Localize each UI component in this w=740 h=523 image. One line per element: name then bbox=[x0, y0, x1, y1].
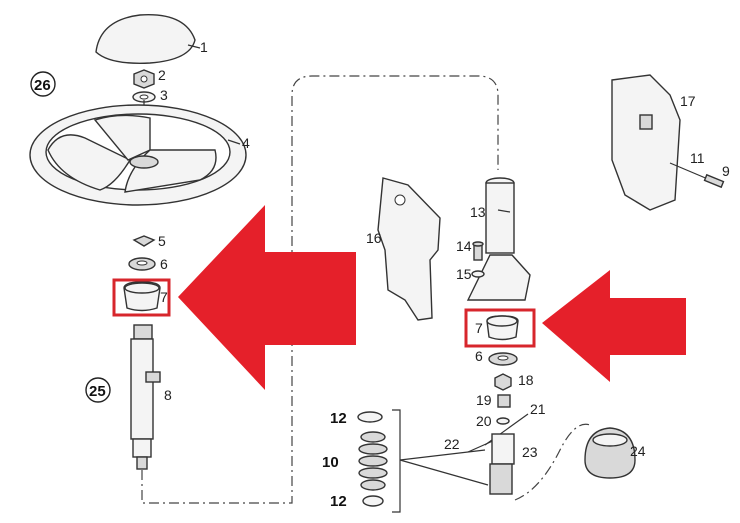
arrow-left-indicator bbox=[178, 205, 356, 390]
pin-line-22 bbox=[467, 439, 496, 453]
bearing-nut-part[interactable] bbox=[128, 257, 156, 271]
washer-part-15[interactable] bbox=[471, 270, 485, 278]
callout-21: 21 bbox=[530, 401, 546, 417]
callout-4: 4 bbox=[242, 135, 250, 151]
callout-26-circle bbox=[30, 71, 56, 97]
callout-13: 13 bbox=[470, 204, 486, 220]
universal-joint-part[interactable] bbox=[489, 433, 515, 495]
callout-6-right: 6 bbox=[475, 348, 483, 364]
arrow-right-indicator bbox=[542, 270, 686, 382]
cover-part-17[interactable] bbox=[611, 74, 681, 211]
callout-12-bottom: 12 bbox=[330, 493, 347, 510]
callout-17: 17 bbox=[680, 93, 696, 109]
callout-2: 2 bbox=[158, 67, 166, 83]
callout-6-left: 6 bbox=[160, 256, 168, 272]
screw-part-9[interactable] bbox=[703, 173, 725, 189]
bolt-part-14[interactable] bbox=[472, 241, 484, 261]
callout-18: 18 bbox=[518, 372, 534, 388]
group-bracket-line bbox=[392, 409, 489, 513]
callout-10: 10 bbox=[322, 454, 339, 471]
nut-part-18[interactable] bbox=[494, 373, 512, 391]
clamp-part-bottom[interactable] bbox=[362, 495, 384, 507]
bushing-part-right[interactable] bbox=[486, 315, 519, 341]
ring-part-20[interactable] bbox=[496, 417, 510, 425]
callout-8: 8 bbox=[164, 387, 172, 403]
callout-5: 5 bbox=[158, 233, 166, 249]
column-tube-part[interactable] bbox=[466, 177, 531, 301]
bellows-part[interactable] bbox=[358, 431, 388, 491]
callout-19: 19 bbox=[476, 392, 492, 408]
boot-part-24[interactable] bbox=[584, 427, 636, 479]
callout-12-top: 12 bbox=[330, 410, 347, 427]
bracket-part-16[interactable] bbox=[377, 177, 441, 321]
leader-line bbox=[227, 139, 241, 145]
spring-part-19[interactable] bbox=[497, 394, 511, 408]
callout-15: 15 bbox=[456, 266, 472, 282]
callout-1: 1 bbox=[200, 39, 208, 55]
callout-26: 26 bbox=[34, 77, 51, 94]
callout-16: 16 bbox=[366, 230, 382, 246]
highlight-box-left bbox=[112, 278, 171, 317]
callout-3: 3 bbox=[160, 87, 168, 103]
nut-part[interactable] bbox=[133, 69, 155, 89]
leader-line bbox=[187, 44, 201, 49]
callout-11: 11 bbox=[690, 150, 705, 166]
callout-24: 24 bbox=[630, 443, 646, 459]
highlight-box-right bbox=[464, 308, 536, 348]
bushing-part-left[interactable] bbox=[123, 281, 161, 312]
steering-shaft-part[interactable] bbox=[130, 324, 161, 470]
snap-ring-part[interactable] bbox=[132, 235, 156, 247]
callout-14: 14 bbox=[456, 238, 472, 254]
leader-line bbox=[497, 209, 511, 213]
horn-cap-part[interactable] bbox=[95, 14, 196, 64]
bearing-nut-part-right[interactable] bbox=[488, 352, 518, 366]
callout-7-right: 7 bbox=[475, 320, 483, 336]
assembly-link-line bbox=[514, 423, 591, 501]
callout-25: 25 bbox=[89, 383, 106, 400]
callout-20: 20 bbox=[476, 413, 492, 429]
callout-25-circle bbox=[85, 377, 111, 403]
assembly-boundary-line bbox=[141, 75, 499, 504]
steering-wheel-part[interactable] bbox=[29, 104, 247, 206]
callout-9: 9 bbox=[722, 163, 730, 179]
callout-22: 22 bbox=[444, 436, 460, 452]
callout-23: 23 bbox=[522, 444, 538, 460]
callout-7-left: 7 bbox=[160, 289, 168, 305]
clamp-part-top[interactable] bbox=[357, 411, 383, 423]
